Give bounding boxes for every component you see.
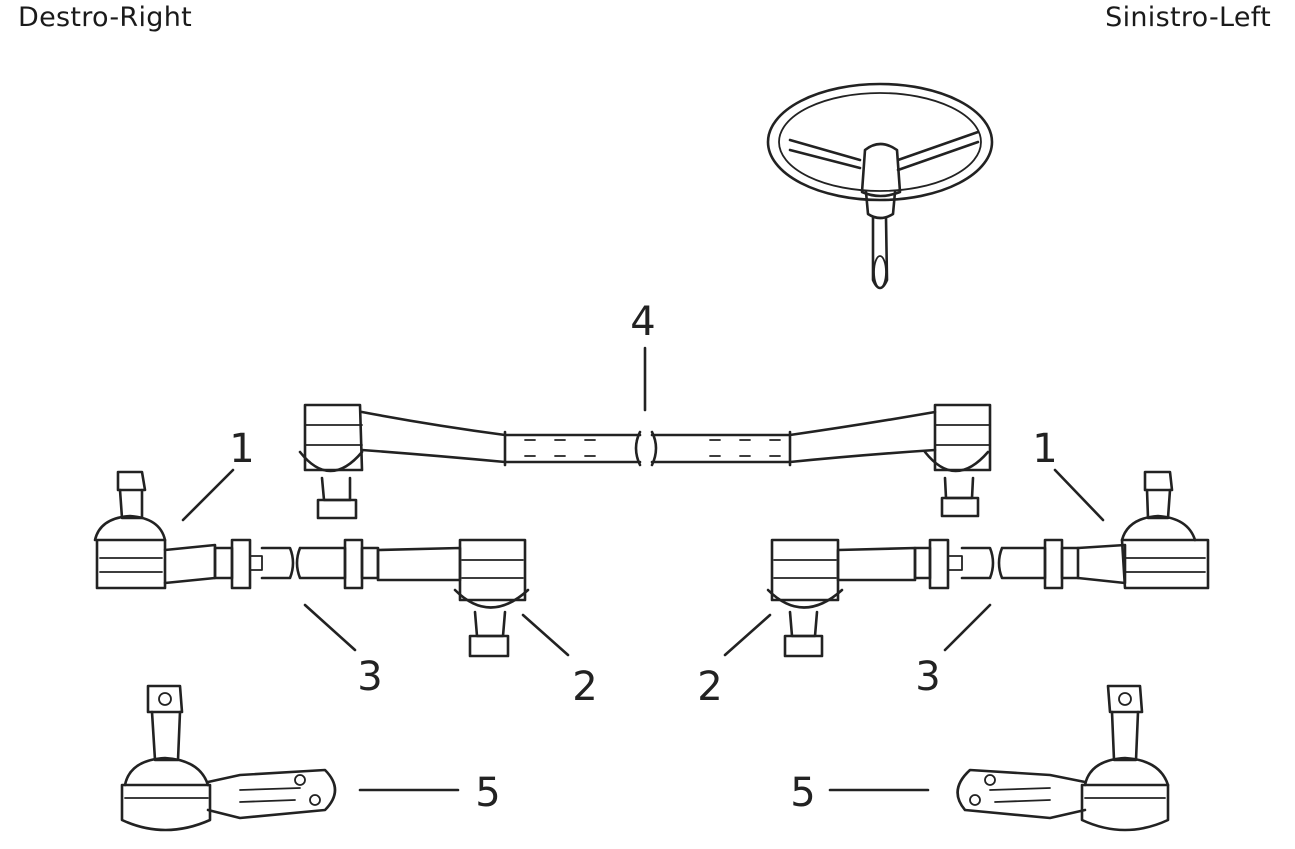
callout-3-right: 3 <box>915 654 940 700</box>
callout-2-right: 2 <box>697 664 722 710</box>
callout-5-left: 5 <box>475 770 500 816</box>
destro-right-label: Destro-Right <box>18 2 193 33</box>
center-tie-rod <box>298 403 992 520</box>
steering-wheel <box>766 82 994 290</box>
right-ball-joint <box>956 684 1170 832</box>
right-tie-rod-assembly <box>766 470 1210 658</box>
callout-2-left: 2 <box>572 664 597 710</box>
sinistro-left-label: Sinistro-Left <box>1105 2 1271 33</box>
callout-3-left: 3 <box>357 654 382 700</box>
callout-4: 4 <box>630 299 655 345</box>
leader-lines <box>181 346 1105 792</box>
left-ball-joint <box>120 684 337 832</box>
callout-1-right: 1 <box>1032 426 1057 472</box>
callout-5-right: 5 <box>790 770 815 816</box>
callout-1-left: 1 <box>229 426 254 472</box>
left-tie-rod-assembly <box>93 470 530 658</box>
